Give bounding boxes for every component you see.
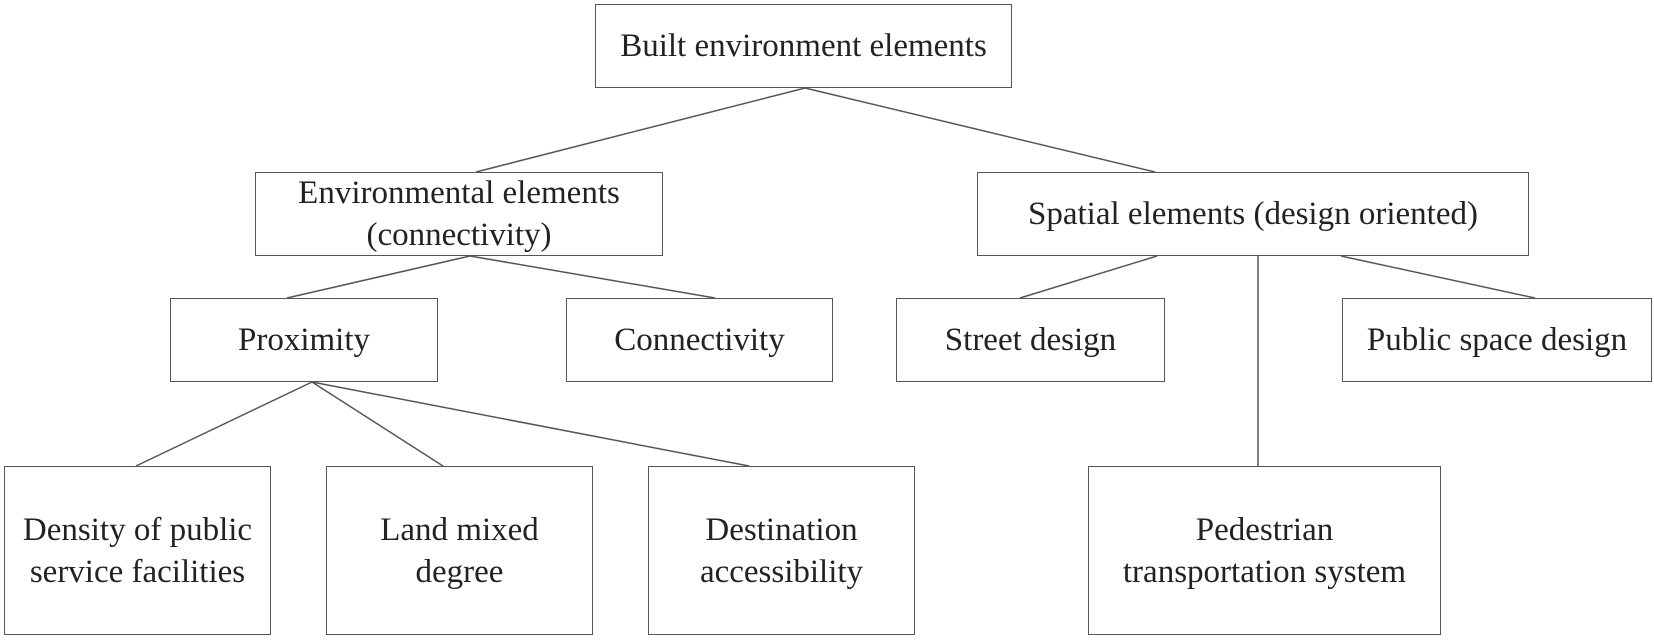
node-land-mixed-degree: Land mixed degree [326, 466, 593, 635]
node-label: Built environment elements [620, 28, 987, 64]
node-label: Connectivity [614, 322, 785, 358]
edge-spatial-public [1340, 255, 1536, 299]
node-label: Density of public service facilities [22, 511, 253, 590]
node-label: Street design [944, 322, 1117, 358]
node-public-space-design: Public space design [1342, 298, 1652, 382]
edge-proximity-destination [311, 381, 750, 467]
node-connectivity: Connectivity [566, 298, 833, 382]
node-label: Proximity [237, 322, 371, 358]
edge-environmental-proximity [286, 255, 471, 299]
edge-root-environmental [475, 87, 806, 173]
edge-root-spatial [804, 87, 1156, 173]
node-street-design: Street design [896, 298, 1165, 382]
node-environmental-elements: Environmental elements (connectivity) [255, 172, 663, 256]
node-label: Spatial elements (design oriented) [1028, 196, 1478, 232]
node-density-of-public-service-facilities: Density of public service facilities [4, 466, 271, 635]
node-spatial-elements: Spatial elements (design oriented) [977, 172, 1529, 256]
node-built-environment-elements: Built environment elements [595, 4, 1012, 88]
node-label: Land mixed degree [380, 511, 539, 590]
node-label: Environmental elements (connectivity) [298, 175, 620, 253]
edge-spatial-street [1019, 255, 1158, 299]
node-label: Pedestrian transportation system [1122, 511, 1407, 590]
node-label: Public space design [1366, 322, 1628, 358]
edge-proximity-density [135, 381, 313, 467]
edge-proximity-land [311, 381, 444, 467]
node-proximity: Proximity [170, 298, 438, 382]
node-label: Destination accessibility [699, 511, 864, 590]
edge-environmental-connectivity [469, 255, 716, 299]
node-pedestrian-transportation-system: Pedestrian transportation system [1088, 466, 1441, 635]
node-destination-accessibility: Destination accessibility [648, 466, 915, 635]
